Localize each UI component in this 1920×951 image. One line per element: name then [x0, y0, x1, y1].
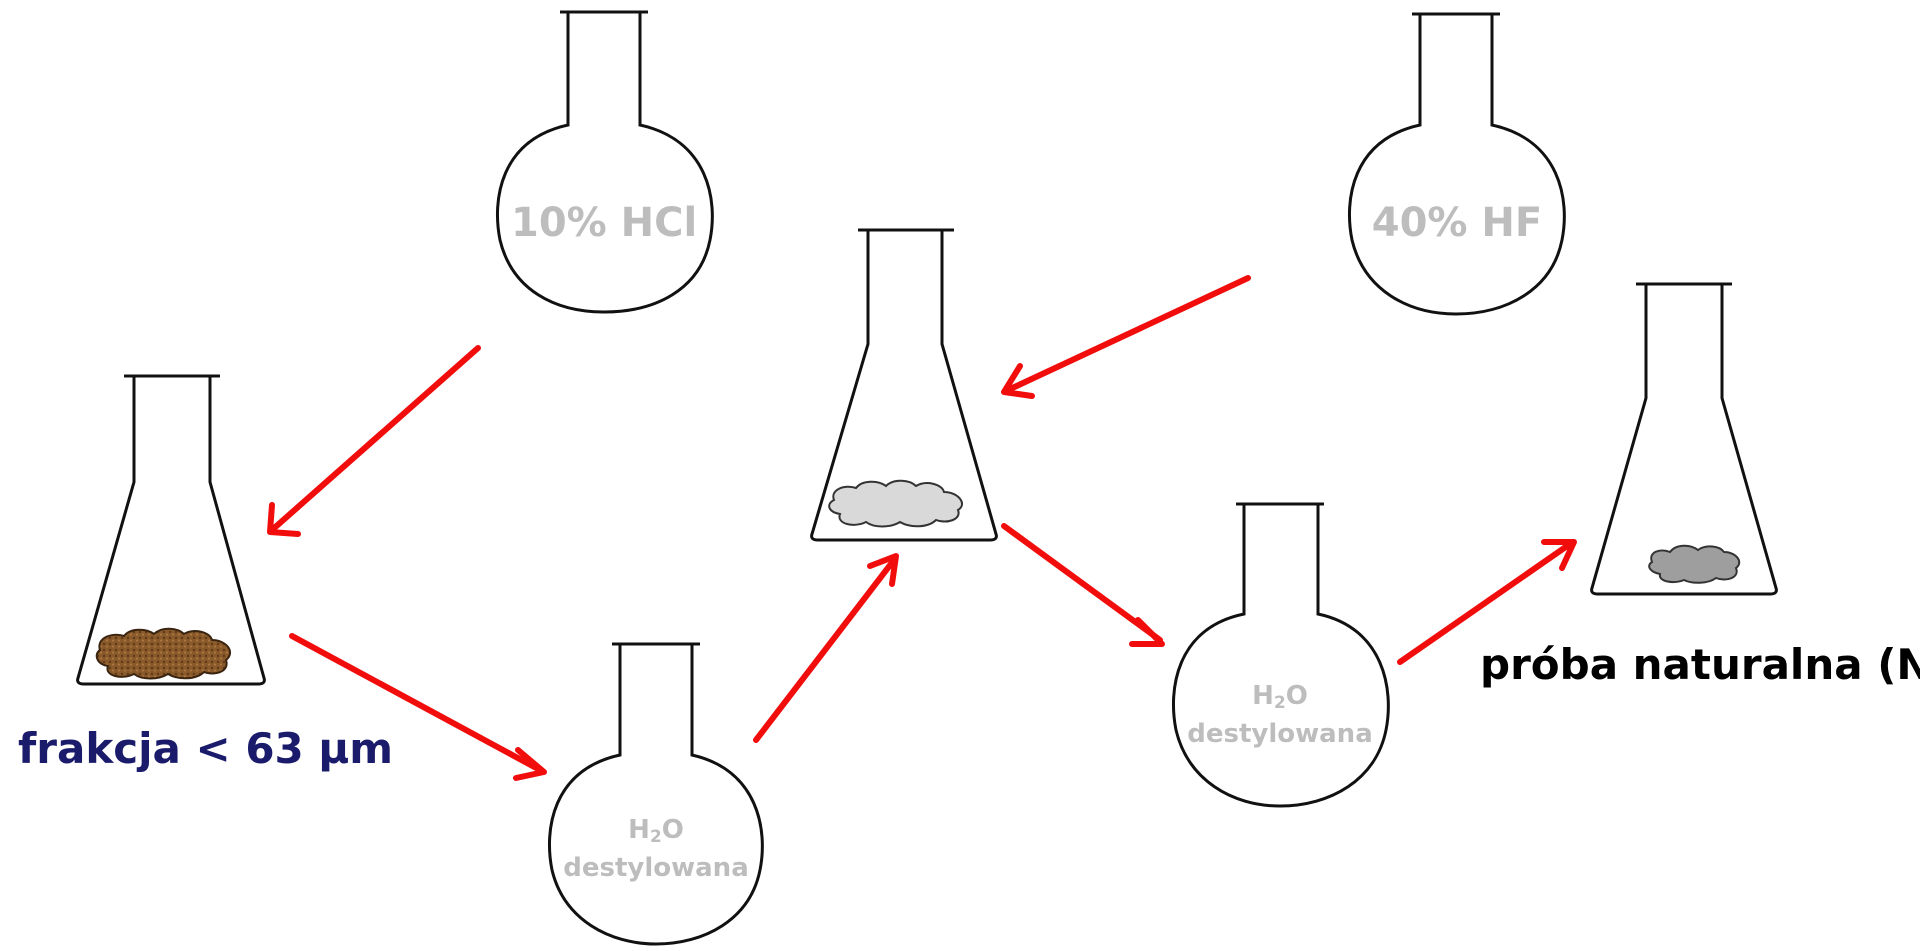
reagent-label-hf: 40% HF	[1364, 200, 1550, 246]
water-2-h: H	[1252, 681, 1274, 711]
water-1-formula: H2O	[546, 814, 766, 852]
reagent-label-water-1: H2O destylowana	[546, 814, 766, 884]
process-arrows	[267, 275, 1577, 781]
grey-sediment	[1648, 544, 1741, 584]
arrow-hf-to-center	[1001, 275, 1251, 399]
water-2-formula: H2O	[1170, 680, 1390, 718]
hcl-text: 10% HCl	[511, 200, 698, 246]
flask-water-1	[547, 642, 764, 946]
arrow-water-1-to-center	[753, 553, 899, 743]
water-1-o: O	[661, 815, 684, 845]
flask-natural	[1590, 282, 1778, 596]
arrow-fraction-to-water-1	[289, 633, 547, 781]
water-1-desc: destylowana	[563, 853, 749, 884]
water-1-subscript: 2	[649, 826, 662, 847]
reagent-label-hcl: 10% HCl	[511, 200, 697, 246]
arrow-water-2-to-natural	[1397, 539, 1577, 665]
flask-water-2	[1171, 502, 1390, 808]
light-sediment	[828, 479, 963, 528]
arrow-hcl-to-fraction	[267, 345, 481, 537]
reagent-label-water-2: H2O destylowana	[1170, 680, 1390, 750]
flask-center	[810, 228, 998, 542]
caption-fraction: frakcja < 63 µm	[18, 724, 394, 773]
brown-sediment	[95, 627, 231, 680]
flask-hcl	[495, 10, 714, 314]
flask-hf	[1347, 12, 1566, 316]
hf-text: 40% HF	[1371, 200, 1543, 246]
water-1-h: H	[628, 815, 650, 845]
caption-natural-sample: próba naturalna (N)	[1480, 640, 1920, 689]
water-2-o: O	[1285, 681, 1308, 711]
water-2-subscript: 2	[1273, 692, 1286, 713]
flask-fraction	[76, 374, 266, 686]
arrow-center-to-water-2	[1001, 523, 1165, 647]
water-2-desc: destylowana	[1187, 719, 1373, 750]
